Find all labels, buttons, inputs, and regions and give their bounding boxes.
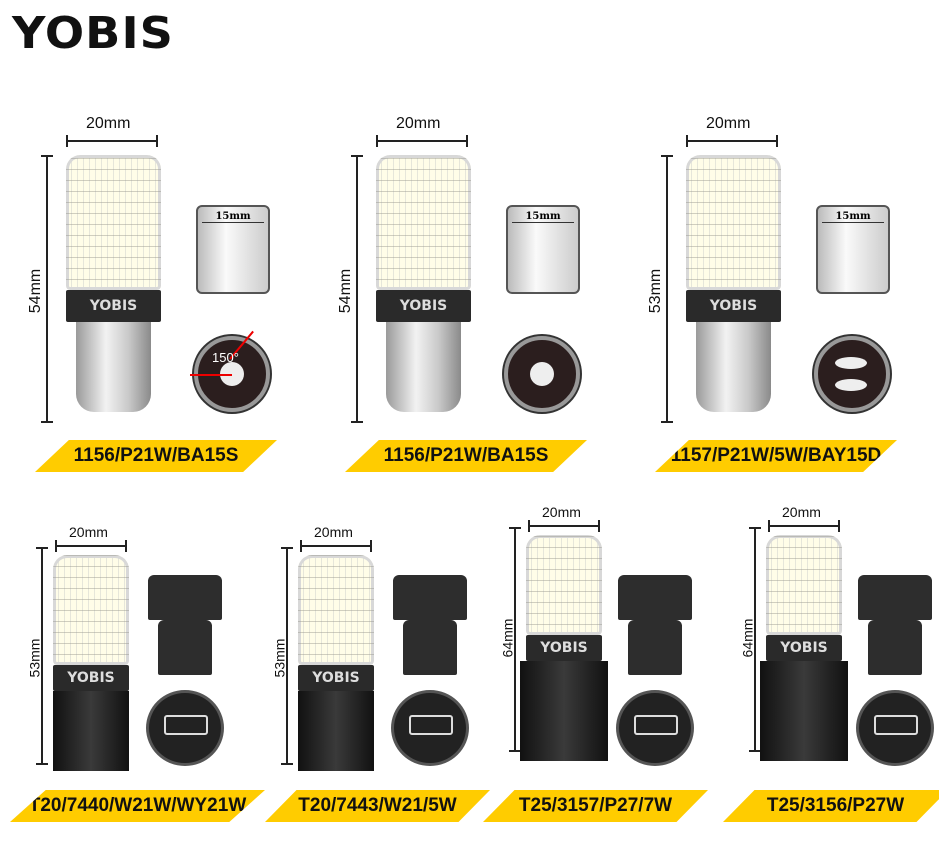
height-label: 64mm [499,618,516,658]
socket-stem [403,620,457,675]
width-label: 20mm [396,115,441,132]
bottom-socket-view [616,690,694,766]
width-dimension [768,520,840,532]
bulb-collar: YOBIS [686,290,781,322]
bottom-socket-view [856,690,934,766]
bulb-metal-base [76,322,151,412]
width-dimension [686,135,778,147]
height-label: 64mm [739,618,756,658]
side-socket-view [858,575,932,620]
socket-contacts [874,715,918,735]
model-label: T25/3157/P27/7W [483,790,708,822]
height-dimension [351,155,363,423]
height-dimension [41,155,53,423]
bottom-socket-view [391,690,469,766]
angle-label: 150° [212,350,239,365]
led-bulb-body [376,155,471,290]
model-label: T20/7440/W21W/WY21W [10,790,265,822]
bulb-collar: YOBIS [526,635,602,661]
led-bulb-body [686,155,781,290]
width-dimension [66,135,158,147]
bulb-plastic-base [298,691,374,771]
bulb-plastic-base [53,691,129,771]
socket-stem [868,620,922,675]
height-label: 53mm [26,638,43,678]
height-dimension [661,155,673,423]
socket-stem [628,620,682,675]
led-bulb-body [298,555,374,665]
bulb-collar: YOBIS [766,635,842,661]
bulb-plastic-base [760,661,848,761]
pin-contact-bottom [835,379,867,391]
socket-contacts [164,715,208,735]
width-label: 20mm [69,524,108,540]
socket-contacts [634,715,678,735]
pin-contact-top [835,357,867,369]
height-dimension [749,527,761,752]
side-base-view: 15mm [816,205,890,294]
center-contact [530,362,554,386]
height-label: 54mm [27,268,45,314]
width-label: 20mm [314,524,353,540]
bottom-socket-view [146,690,224,766]
bulb-collar: YOBIS [376,290,471,322]
height-dimension [509,527,521,752]
height-label: 53mm [647,268,665,314]
bulb-collar: YOBIS [66,290,161,322]
model-label: T25/3156/P27W [723,790,939,822]
width-label: 20mm [706,115,751,132]
base-width-label: 15mm [822,211,884,223]
brand-logo: YOBIS [12,8,175,59]
model-label: 1157/P21W/5W/BAY15D [655,440,897,472]
led-bulb-body [66,155,161,290]
width-dimension [376,135,468,147]
width-dimension [55,540,127,552]
height-dimension [281,547,293,765]
model-label: 1156/P21W/BA15S [35,440,277,472]
width-dimension [528,520,600,532]
socket-stem [158,620,212,675]
model-label: 1156/P21W/BA15S [345,440,587,472]
side-base-view: 15mm [506,205,580,294]
width-label: 20mm [542,504,581,520]
bottom-base-view [814,336,890,412]
bulb-plastic-base [520,661,608,761]
width-dimension [300,540,372,552]
side-socket-view [618,575,692,620]
height-dimension [36,547,48,765]
side-base-view: 15mm [196,205,270,294]
led-bulb-body [766,535,842,635]
angle-line [190,374,232,376]
model-label: T20/7443/W21/5W [265,790,490,822]
bulb-metal-base [386,322,461,412]
led-bulb-body [526,535,602,635]
bulb-metal-base [696,322,771,412]
socket-contacts [409,715,453,735]
width-label: 20mm [86,115,131,132]
side-socket-view [393,575,467,620]
bulb-collar: YOBIS [298,665,374,691]
led-bulb-body [53,555,129,665]
width-label: 20mm [782,504,821,520]
base-width-label: 15mm [512,211,574,223]
side-socket-view [148,575,222,620]
height-label: 53mm [271,638,288,678]
height-label: 54mm [337,268,355,314]
bulb-collar: YOBIS [53,665,129,691]
base-width-label: 15mm [202,211,264,223]
